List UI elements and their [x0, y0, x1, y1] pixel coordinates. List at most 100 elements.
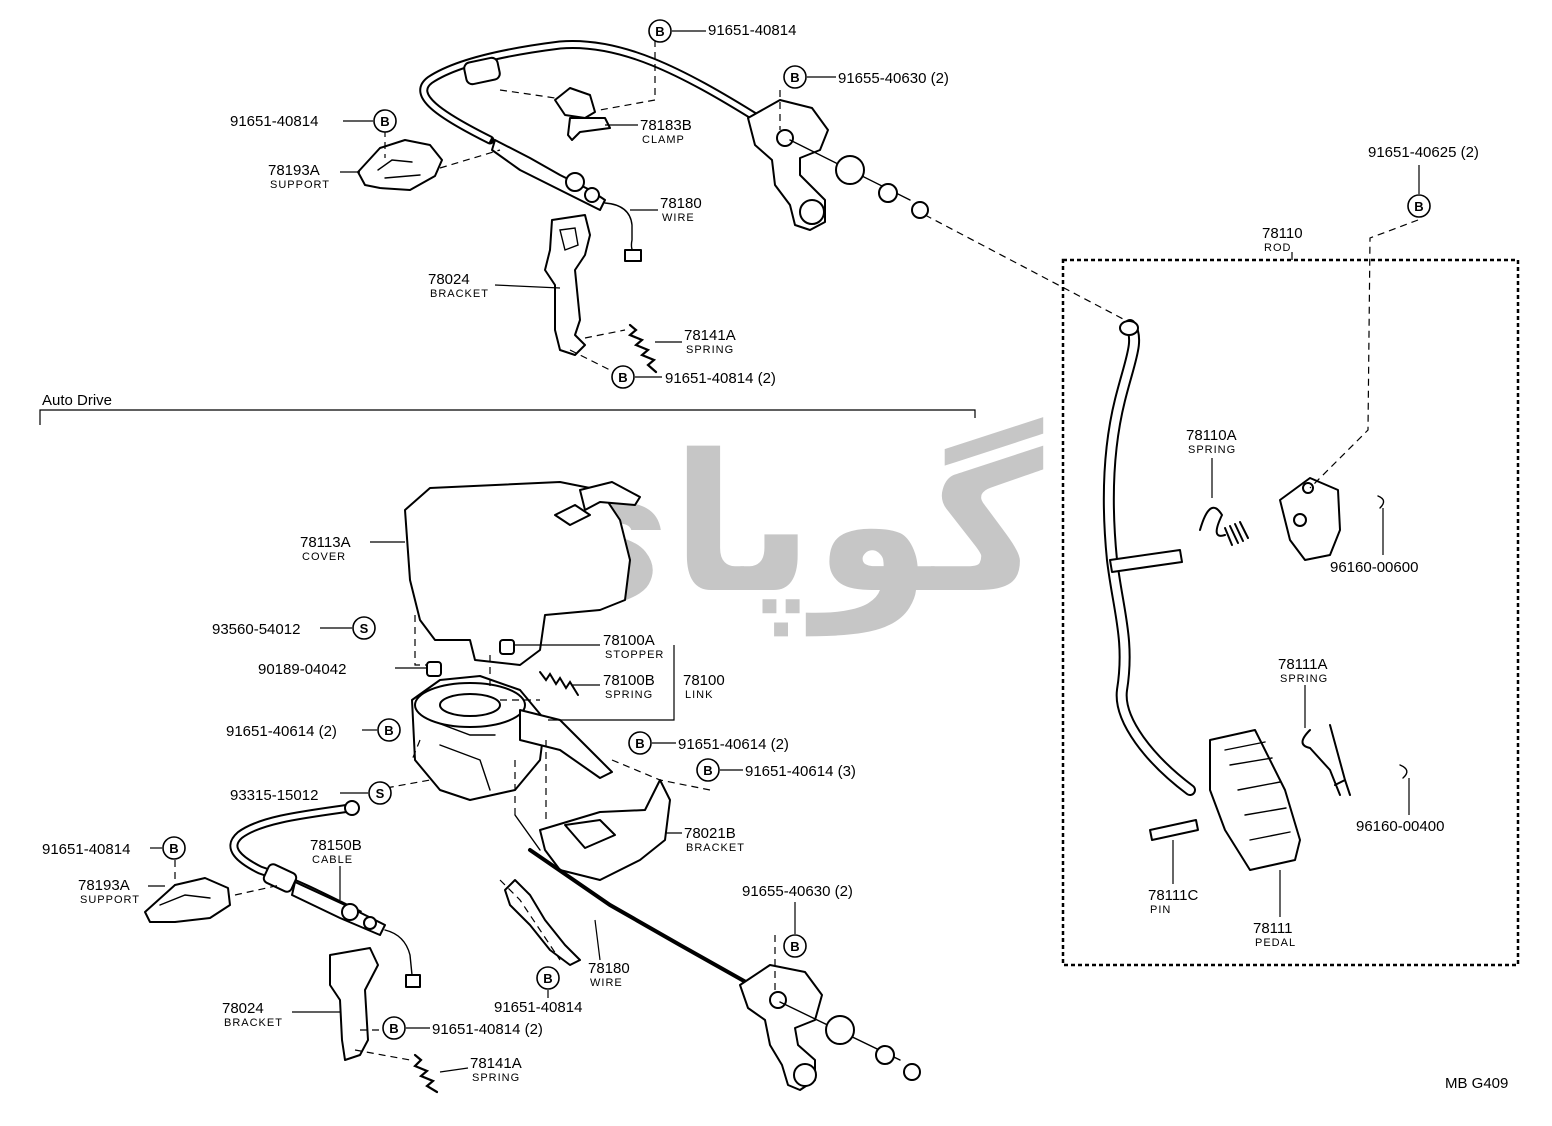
part-name: LINK [685, 689, 713, 701]
rod-pedal-assembly [1102, 219, 1419, 871]
part-number: 78100B [603, 672, 655, 689]
part-name: SPRING [1280, 673, 1328, 685]
svg-text:S: S [360, 621, 369, 636]
part-name: CLAMP [642, 134, 685, 146]
drawing-code: MB G409 [1445, 1075, 1508, 1092]
part-name: SUPPORT [270, 179, 330, 191]
part-name: PEDAL [1255, 937, 1296, 949]
part-name: COVER [302, 551, 346, 563]
leader-line [439, 1067, 469, 1073]
bolt-b-icon: B [783, 934, 807, 958]
svg-text:B: B [790, 939, 799, 954]
part-number: 78113A [300, 534, 351, 551]
part-callout: 91651-40614 (2)B [226, 718, 401, 742]
part-number: 78110A [1186, 427, 1237, 444]
svg-text:B: B [618, 370, 627, 385]
part-number: 91655-40630 (2) [742, 883, 853, 900]
part-number: 78141A [684, 327, 736, 344]
part-callout: 91651-40614 (2) B [628, 731, 789, 755]
part-number: 78183B [640, 117, 692, 134]
part-number: 78150B [310, 837, 362, 854]
part-number: 91651-40625 (2) [1368, 144, 1479, 161]
leader-line [548, 645, 675, 721]
part-callout: 96160-00600 [1330, 508, 1418, 576]
part-name: STOPPER [605, 649, 664, 661]
part-name: PIN [1150, 904, 1171, 916]
part-number: 78111A [1278, 656, 1328, 673]
part-number: 78180 [588, 960, 630, 977]
part-callout: 91651-40814 B [494, 966, 582, 1016]
part-number: 78111 [1253, 920, 1293, 937]
part-name: ROD [1264, 242, 1291, 254]
part-number: 78111C [1148, 887, 1198, 904]
screw-s-icon: S [352, 616, 376, 640]
bolt-b-icon: B [611, 365, 635, 389]
part-number: 78100A [603, 632, 655, 649]
svg-text:B: B [1414, 199, 1423, 214]
part-number: 78110 [1262, 225, 1303, 242]
part-number: 91651-40614 (2) [678, 736, 789, 753]
part-number: 78024 [222, 1000, 264, 1017]
part-name: WIRE [590, 977, 623, 989]
svg-text:B: B [543, 971, 552, 986]
part-number: 78024 [428, 271, 470, 288]
part-number: 91651-40814 (2) [665, 370, 776, 387]
bolt-b-icon: B [536, 966, 560, 990]
screw-s-icon: S [368, 781, 392, 805]
part-number: 91651-40814 (2) [432, 1021, 543, 1038]
leader-line [594, 919, 601, 961]
part-name: BRACKET [686, 842, 745, 854]
svg-text:B: B [655, 24, 664, 39]
part-number: 91655-40630 (2) [838, 70, 949, 87]
bolt-b-icon: B [373, 109, 397, 133]
svg-text:B: B [635, 736, 644, 751]
part-name: SUPPORT [80, 894, 140, 906]
part-callout: 91651-40625 (2) B [1368, 144, 1479, 218]
part-number: 90189-04042 [258, 661, 346, 678]
part-name: BRACKET [430, 288, 489, 300]
part-callout: 90189-04042 [258, 661, 427, 678]
part-callout: 91655-40630 (2) B [742, 883, 853, 958]
part-callout: 91651-40614 (3)B [696, 758, 856, 782]
auto-drive-assembly [144, 481, 921, 1094]
bolt-b-icon: B [783, 65, 807, 89]
bolt-b-icon: B [377, 718, 401, 742]
part-name: WIRE [662, 212, 695, 224]
svg-text:B: B [389, 1021, 398, 1036]
part-number: 93315-15012 [230, 787, 318, 804]
part-name: SPRING [605, 689, 653, 701]
part-number: 78180 [660, 195, 702, 212]
bolt-b-icon: B [162, 836, 186, 860]
part-number: 78021B [684, 825, 736, 842]
part-number: 91651-40814 [708, 22, 796, 39]
bolt-b-icon: B [1407, 194, 1431, 218]
svg-text:B: B [703, 763, 712, 778]
svg-text:B: B [380, 114, 389, 129]
part-number: 91651-40814 [494, 999, 582, 1016]
part-number: 78193A [78, 877, 130, 894]
auto-drive-divider: Auto Drive [39, 392, 976, 425]
part-name: SPRING [686, 344, 734, 356]
part-callout: 91655-40630 (2) B [783, 65, 949, 89]
